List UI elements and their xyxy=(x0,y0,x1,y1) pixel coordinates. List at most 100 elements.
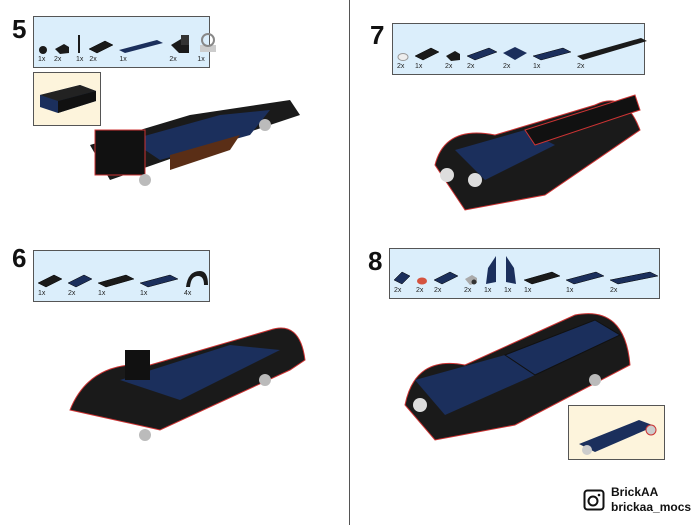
part-quantity: 2x xyxy=(445,63,453,70)
part-quantity: 2x xyxy=(503,63,511,70)
pin-icon xyxy=(78,35,80,53)
part-plate-black-4: 1x xyxy=(98,271,134,297)
part-quantity: 1x xyxy=(38,56,46,63)
part-plate-blue-4: 1x xyxy=(140,271,178,297)
part-quantity: 1x xyxy=(76,56,84,63)
bracket-small-icon xyxy=(55,44,69,54)
part-quantity: 1x xyxy=(484,287,492,294)
plate-blue-4-icon xyxy=(566,271,604,285)
part-pin: 1x xyxy=(76,33,83,63)
part-quantity: 2x xyxy=(434,287,442,294)
part-quantity: 1x xyxy=(533,63,541,70)
tile-black-long-icon xyxy=(577,38,647,60)
part-plate-black-2: 1x xyxy=(415,44,439,70)
plate-black-4-icon xyxy=(524,271,560,285)
part-quantity: 2x xyxy=(394,287,402,294)
part-plate-black-2: 1x xyxy=(38,271,62,297)
part-quantity: 2x xyxy=(610,287,618,294)
part-quantity: 2x xyxy=(89,56,97,63)
model-step-6 xyxy=(69,327,306,441)
part-quantity: 1x xyxy=(415,63,423,70)
plate-blue-3-icon xyxy=(467,47,497,61)
parts-list-step-6: 1x 2x 1x 1x 4x xyxy=(33,250,210,302)
part-plate-blue-6: 2x xyxy=(610,268,658,294)
parts-list-step-5: 1x 2x 1x 2x 1x 2x 1x xyxy=(33,16,217,68)
part-round-white: 2x xyxy=(397,50,409,70)
part-quantity: 1x xyxy=(38,290,46,297)
wedge-left-icon xyxy=(486,256,496,284)
part-quantity: 1x xyxy=(524,287,532,294)
parts-list-step-7: 2x 1x 2x 2x 2x 1x 2x xyxy=(392,23,647,75)
model-step-7 xyxy=(434,94,641,211)
brand-name: BrickAA xyxy=(611,485,659,499)
part-plate-black-4: 1x xyxy=(524,268,560,294)
instagram-icon xyxy=(583,489,605,511)
part-quantity: 1x xyxy=(504,287,512,294)
plate-blue-2-icon xyxy=(434,271,458,285)
part-quantity: 2x xyxy=(54,56,62,63)
part-mudguard: 4x xyxy=(184,267,210,297)
round-white-icon xyxy=(397,53,409,61)
bracket-small-icon xyxy=(446,51,460,61)
instagram-credit: BrickAA brickaa_mocs xyxy=(583,485,691,515)
part-round-red: 2x xyxy=(416,274,428,294)
bracket-black-icon xyxy=(171,35,190,53)
part-wedge-left: 1x xyxy=(484,254,498,294)
plate-blue-6-icon xyxy=(610,271,658,285)
plate-black-4-icon xyxy=(98,274,134,288)
mudguard-icon xyxy=(186,271,208,287)
round-black-icon xyxy=(39,46,47,54)
part-bracket-black: 2x xyxy=(169,33,191,63)
part-bracket-small: 2x xyxy=(445,48,461,70)
plate-black-2-icon xyxy=(89,40,114,54)
tile-blue-long-icon xyxy=(119,40,164,53)
part-tile-blue-long: 1x xyxy=(119,37,164,63)
part-quantity: 1x xyxy=(98,290,106,297)
step-number-6: 6 xyxy=(12,243,27,273)
wedge-right-icon xyxy=(506,256,516,284)
part-quantity: 1x xyxy=(119,56,127,63)
step-number-8: 8 xyxy=(368,246,383,276)
steering-wheel-icon xyxy=(200,33,217,52)
part-plate-blue-square: 2x xyxy=(503,44,527,70)
page-divider xyxy=(349,0,350,525)
plate-blue-4-icon xyxy=(533,47,571,61)
part-quantity: 2x xyxy=(577,63,585,70)
part-plate-black-2: 2x xyxy=(89,37,114,63)
step-number-5: 5 xyxy=(12,14,27,44)
clip-grey-icon xyxy=(465,275,477,285)
plate-black-2-icon xyxy=(38,274,62,288)
plate-blue-1-icon xyxy=(394,271,410,285)
part-round-black: 1x xyxy=(38,43,48,63)
brand-handle: brickaa_mocs xyxy=(611,500,692,514)
model-step-5 xyxy=(90,100,300,186)
part-plate-blue-4: 1x xyxy=(533,44,571,70)
part-tile-black-long: 2x xyxy=(577,36,647,70)
part-quantity: 1x xyxy=(566,287,574,294)
part-quantity: 2x xyxy=(467,63,475,70)
plate-blue-4-icon xyxy=(140,274,178,288)
part-quantity: 2x xyxy=(169,56,177,63)
part-quantity: 1x xyxy=(140,290,148,297)
part-bracket-small: 2x xyxy=(54,41,70,63)
round-red-icon xyxy=(417,277,427,285)
plate-blue-square-icon xyxy=(503,47,527,60)
part-quantity: 4x xyxy=(184,290,192,297)
part-clip-grey: 2x xyxy=(464,272,478,294)
plate-blue-2-icon xyxy=(68,274,92,288)
plate-black-2-icon xyxy=(415,47,439,61)
part-quantity: 2x xyxy=(416,287,424,294)
part-plate-blue-3: 2x xyxy=(467,44,497,70)
part-steering-wheel: 1x xyxy=(197,31,219,63)
part-plate-blue-2: 2x xyxy=(68,271,92,297)
part-plate-blue-1: 2x xyxy=(394,268,410,294)
model-step-8 xyxy=(404,313,631,441)
step-number-7: 7 xyxy=(370,20,385,50)
plate-illustration xyxy=(579,420,657,455)
subassembly-callout-step-8 xyxy=(568,405,665,460)
part-quantity: 2x xyxy=(68,290,76,297)
part-plate-blue-4: 1x xyxy=(566,268,604,294)
part-quantity: 2x xyxy=(464,287,472,294)
part-plate-blue-2: 2x xyxy=(434,268,458,294)
part-wedge-right: 1x xyxy=(504,254,518,294)
